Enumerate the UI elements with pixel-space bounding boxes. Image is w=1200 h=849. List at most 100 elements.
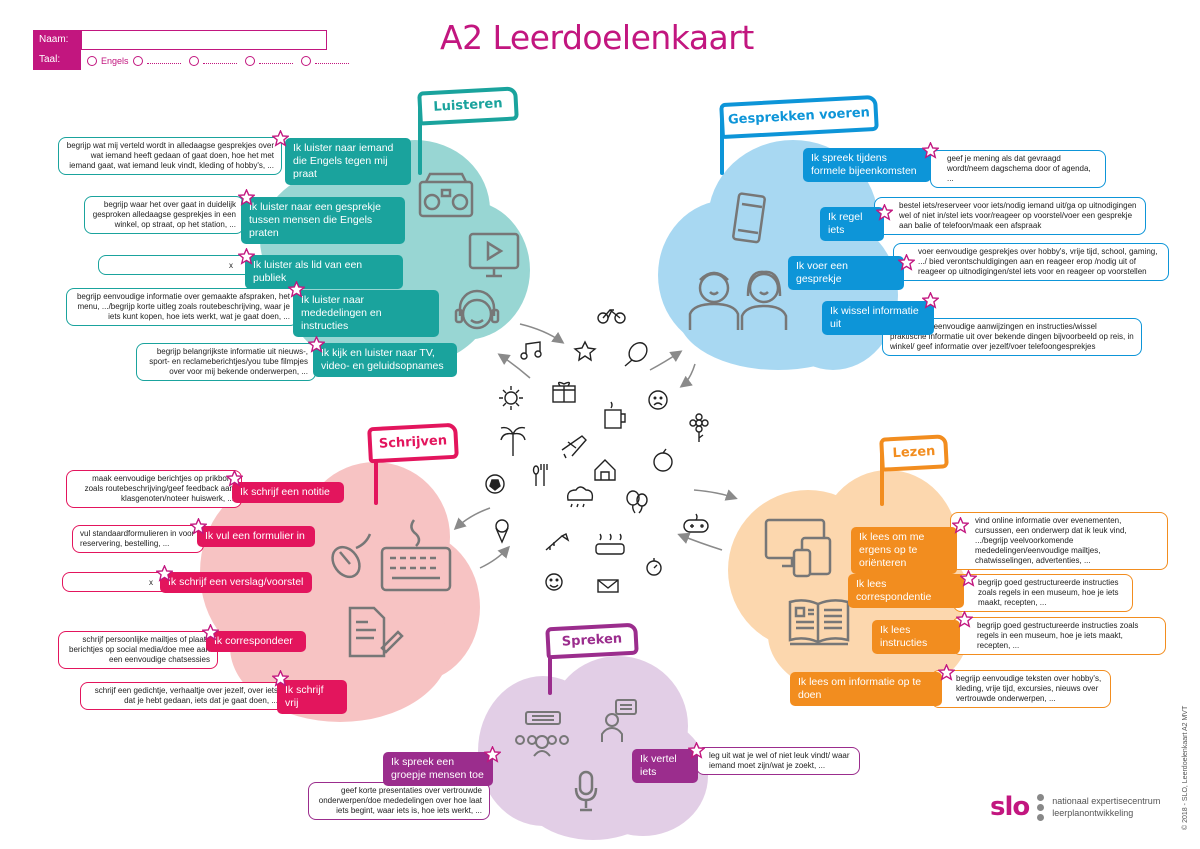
devices-icon [764,518,832,578]
taal-option-engels: Engels [101,56,129,66]
goal-luisteren-2[interactable]: Ik luister naar een gesprekje tussen men… [241,197,405,244]
student-form: Naam: Taal: Engels [33,30,349,72]
cake-icon [595,533,625,555]
goal-schrijven-4[interactable]: Ik correspondeer [206,631,306,652]
star-checkbox-schrijven-1[interactable] [226,470,243,487]
goal-gesprekken-1[interactable]: Ik spreek tijdens formele bijeenkomsten [803,148,931,182]
goal-lezen-1[interactable]: Ik lees om me ergens op te oriënteren [851,527,957,574]
desc-schrijven-5: schrijf een gedichtje, verhaaltje over j… [80,682,286,710]
envelope-icon [597,579,619,593]
taal-blank-3[interactable] [202,58,237,64]
slo-org-name: nationaal expertisecentrum leerplanontwi… [1052,796,1161,818]
coffee-mug-icon [604,401,626,429]
page-title: A2 Leerdoelenkaart [440,18,754,57]
star-checkbox-luisteren-5[interactable] [308,336,325,353]
microphone-icon [574,770,598,812]
goal-lezen-4[interactable]: Ik lees om informatie op te doen [790,672,942,706]
desc-luisteren-5: begrijp belangrijkste informatie uit nie… [136,343,316,381]
flower-icon [689,413,709,442]
goal-schrijven-5[interactable]: Ik schrijf vrij [277,680,347,714]
star-checkbox-schrijven-3[interactable] [156,565,173,582]
two-people-icon [688,270,788,330]
star-checkbox-gesprekken-3[interactable] [898,254,915,271]
desc-gesprekken-4: geef of volg eenvoudige aanwijzingen en … [882,318,1142,356]
star-checkbox-schrijven-4[interactable] [202,624,219,641]
taal-radio-engels[interactable] [87,56,97,66]
star-checkbox-luisteren-3[interactable] [238,248,255,265]
trumpet-icon [545,533,570,551]
desc-gesprekken-1: geef je mening als dat gevraagd wordt/ne… [930,150,1106,188]
desc-luisteren-4: begrijp eenvoudige informatie over gemaa… [66,288,298,326]
smartphone-icon [732,192,766,244]
star-checkbox-spreken-2[interactable] [688,742,705,759]
taal-radio-5[interactable] [300,56,311,66]
game-controller-icon [683,513,709,533]
naam-input[interactable] [81,30,327,50]
star-checkbox-gesprekken-1[interactable] [922,142,939,159]
speaker-person-icon [601,699,637,742]
star-checkbox-lezen-1[interactable] [952,517,969,534]
taal-blank-2[interactable] [146,58,181,64]
balloons-icon [626,490,648,514]
star-checkbox-spreken-1[interactable] [484,746,501,763]
open-book-icon [788,599,850,646]
computer-mouse-icon [331,533,372,579]
taal-radio-3[interactable] [188,56,199,66]
desc-lezen-1: vind online informatie over evenementen,… [950,512,1168,570]
star-checkbox-gesprekken-2[interactable] [876,204,893,221]
star-checkbox-luisteren-1[interactable] [272,130,289,147]
headphones-person-icon [454,289,500,330]
star-checkbox-lezen-2[interactable] [960,570,977,587]
star-checkbox-luisteren-4[interactable] [288,281,305,298]
taal-blank-4[interactable] [258,58,293,64]
taal-label: Taal: [33,50,81,70]
house-icon [594,459,616,481]
gift-icon [552,381,576,403]
airplane-icon [561,435,587,459]
slo-logo: slo nationaal expertisecentrum leerplano… [990,792,1160,822]
chicken-leg-icon [624,342,648,367]
desc-luisteren-3: x [98,255,258,275]
star-checkbox-lezen-3[interactable] [956,611,973,628]
taal-radio-4[interactable] [244,56,255,66]
desc-spreken-1: geef korte presentaties over vertrouwde … [308,782,490,820]
desc-schrijven-4: schrijf persoonlijke mailtjes of plaats … [58,631,218,669]
goal-spreken-2[interactable]: Ik vertel iets [632,749,698,783]
sun-icon [499,386,523,410]
goal-spreken-1[interactable]: Ik spreek een groepje mensen toe [383,752,493,786]
goal-gesprekken-2[interactable]: Ik regel iets [820,207,884,241]
goal-luisteren-4[interactable]: Ik luister naar mededelingen en instruct… [293,290,439,337]
audience-icon [515,711,569,757]
goal-lezen-3[interactable]: Ik lees instructies [872,620,960,654]
taal-radio-2[interactable] [132,56,143,66]
star-checkbox-luisteren-2[interactable] [238,189,255,206]
goal-luisteren-1[interactable]: Ik luister naar iemand die Engels tegen … [285,138,411,185]
sad-face-icon [648,390,668,410]
star-checkbox-schrijven-5[interactable] [272,670,289,687]
star-checkbox-gesprekken-4[interactable] [922,292,939,309]
goal-gesprekken-4[interactable]: Ik wissel informatie uit [822,301,934,335]
goal-luisteren-3[interactable]: Ik luister als lid van een publiek [245,255,403,289]
goal-schrijven-3[interactable]: Ik schrijf een verslag/voorstel [160,572,312,593]
taal-blank-5[interactable] [314,58,349,64]
taal-options: Engels [87,52,353,70]
document-pen-icon [348,606,404,658]
bicycle-icon [597,309,626,324]
goal-schrijven-1[interactable]: Ik schrijf een notitie [232,482,344,503]
music-note-icon [520,341,542,360]
slo-wordmark: slo [990,792,1030,822]
goal-lezen-2[interactable]: Ik lees correspondentie [848,574,964,608]
desc-spreken-2: leg uit wat je wel of niet leuk vindt/ w… [696,747,860,775]
slo-dots-icon [1037,793,1045,821]
goal-schrijven-2[interactable]: Ik vul een formulier in [197,526,315,547]
star-checkbox-lezen-4[interactable] [938,664,955,681]
star-checkbox-schrijven-2[interactable] [190,518,207,535]
desc-lezen-4: begrijp eenvoudige teksten over hobby's,… [931,670,1111,708]
goal-gesprekken-3[interactable]: Ik voer een gesprekje [788,256,904,290]
star-icon [573,340,597,362]
radio-icon [418,172,474,218]
goal-luisteren-5[interactable]: Ik kijk en luister naar TV, video- en ge… [313,343,457,377]
palm-tree-icon [500,426,526,456]
stopwatch-icon [646,558,662,576]
ice-cream-icon [495,519,509,544]
